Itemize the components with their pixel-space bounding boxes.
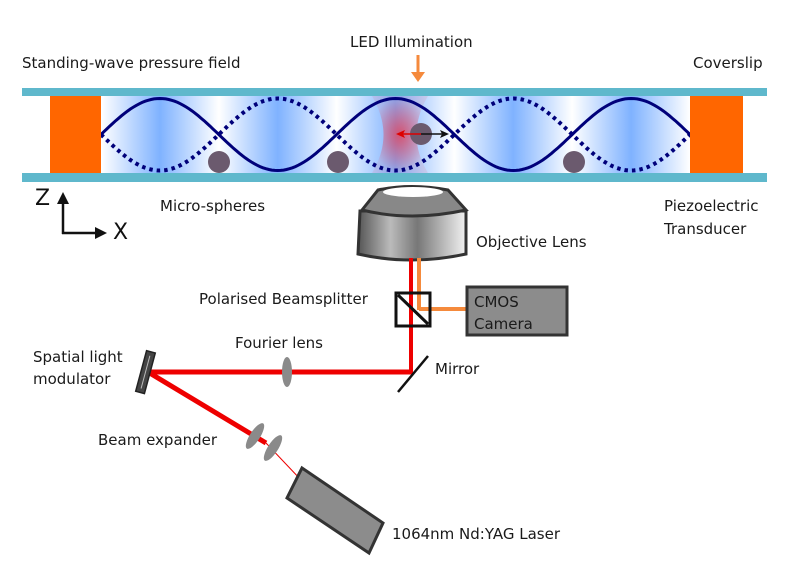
label-slm-2: modulator <box>33 370 111 388</box>
laser-beam-expanded <box>146 369 268 446</box>
label-standing-wave: Standing-wave pressure field <box>22 54 241 72</box>
label-mirror: Mirror <box>435 360 480 378</box>
transducer-right <box>690 96 743 173</box>
label-piezo-2: Transducer <box>664 220 747 238</box>
coverslip-top <box>22 88 767 96</box>
microsphere <box>327 151 349 173</box>
label-beamsplitter: Polarised Beamsplitter <box>199 290 368 308</box>
spatial-light-modulator <box>134 349 157 395</box>
pressure-wave-dotted <box>99 96 692 173</box>
microsphere <box>208 151 230 173</box>
label-microspheres: Micro-spheres <box>160 197 266 215</box>
objective-lens <box>356 185 469 262</box>
fourier-lens <box>282 357 292 387</box>
z-axis-arrow-icon <box>57 192 69 204</box>
label-objective-lens: Objective Lens <box>476 233 587 251</box>
label-slm-1: Spatial light <box>33 348 123 366</box>
label-camera-2: Camera <box>474 315 533 333</box>
label-led-illumination: LED Illumination <box>350 33 473 51</box>
label-coverslip: Coverslip <box>693 54 763 72</box>
mirror <box>397 355 429 393</box>
label-laser: 1064nm Nd:YAG Laser <box>392 525 561 543</box>
label-beam-expander: Beam expander <box>98 431 218 449</box>
beam-expander-lens-1 <box>245 423 265 449</box>
axis-label-x: X <box>113 220 129 245</box>
beam-expander-lens-2 <box>263 435 283 461</box>
pressure-wave-solid <box>99 96 692 173</box>
nd-yag-laser <box>285 465 385 556</box>
led-arrow-head-icon <box>411 72 425 82</box>
microsphere <box>563 151 585 173</box>
transducer-left <box>50 96 101 173</box>
x-axis-arrow-icon <box>95 227 107 239</box>
label-fourier-lens: Fourier lens <box>235 334 323 352</box>
arrow-head-right-icon <box>440 130 449 138</box>
label-piezo-1: Piezoelectric <box>664 197 759 215</box>
polarised-beamsplitter <box>394 291 432 328</box>
axis-label-z: Z <box>35 186 51 211</box>
arrow-head-left-icon <box>396 130 405 138</box>
cmos-camera <box>465 285 569 337</box>
coverslip-bottom <box>22 173 767 182</box>
label-camera-1: CMOS <box>474 293 519 311</box>
